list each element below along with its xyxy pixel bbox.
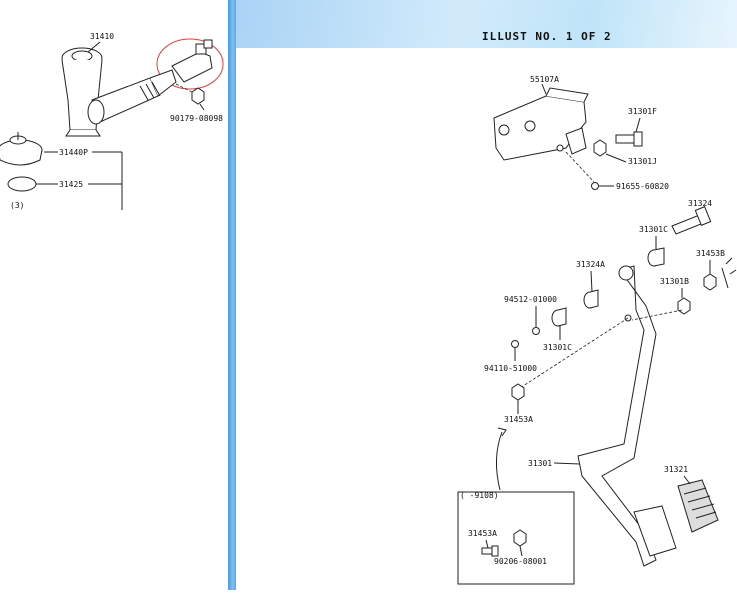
variant-detail-box: ( -9108) 31453A 90206-08001 bbox=[457, 491, 575, 585]
label-box-90206-08001: 90206-08001 bbox=[494, 557, 547, 566]
nut-94110-part[interactable] bbox=[511, 340, 519, 348]
pedal-pad-31321-part[interactable] bbox=[677, 479, 719, 533]
label-94110-51000: 94110-51000 bbox=[484, 364, 537, 373]
highlight-circle bbox=[156, 38, 224, 90]
bolt-31301f-part[interactable] bbox=[615, 131, 643, 147]
label-31453a: 31453A bbox=[504, 415, 533, 424]
pedal-assembly-diagram: 55107A 31301F 31301J 91655-60820 31324 3… bbox=[457, 75, 737, 585]
label-90179-08098: 90179-08098 bbox=[170, 114, 223, 123]
label-31301b: 31301B bbox=[660, 277, 689, 286]
left-diagram-pane: 31410 90179-08098 31440P 31425 (3) bbox=[0, 0, 228, 608]
box-bolt-31453a-part[interactable] bbox=[481, 545, 499, 557]
nut-31301j-part[interactable] bbox=[593, 139, 607, 157]
main-diagram-pane: 55107A 31301F 31301J 91655-60820 31324 3… bbox=[236, 48, 737, 608]
label-31324: 31324 bbox=[688, 199, 712, 208]
box-heading: ( -9108) bbox=[460, 491, 499, 500]
label-91655-60820: 91655-60820 bbox=[616, 182, 669, 191]
label-box-31453a: 31453A bbox=[468, 529, 497, 538]
collar-31324a-part[interactable] bbox=[583, 289, 599, 309]
seal-31425-part[interactable] bbox=[7, 176, 37, 192]
washer-94512-part[interactable] bbox=[532, 327, 540, 335]
pedal-bracket-55107a-part[interactable] bbox=[493, 87, 589, 161]
label-31453b: 31453B bbox=[696, 249, 725, 258]
label-cut-marker: (3) bbox=[10, 201, 24, 210]
label-94512-01000: 94512-01000 bbox=[504, 295, 557, 304]
cup-31440p-part[interactable] bbox=[0, 132, 43, 166]
bushing-31453b-part[interactable] bbox=[703, 273, 717, 291]
label-31301j: 31301J bbox=[628, 157, 657, 166]
clutch-pedal-arm-31301-part[interactable] bbox=[577, 265, 677, 567]
label-31301f: 31301F bbox=[628, 107, 657, 116]
label-31324a: 31324A bbox=[576, 260, 605, 269]
bolt-90179-part[interactable] bbox=[191, 87, 205, 105]
illustration-number: ILLUST NO. 1 OF 2 bbox=[482, 30, 612, 43]
label-31440p: 31440P bbox=[59, 148, 88, 157]
box-nut-90206-part[interactable] bbox=[513, 529, 527, 547]
bolt-31324-part[interactable] bbox=[671, 206, 712, 235]
master-cylinder-diagram: 31410 90179-08098 31440P 31425 (3) bbox=[0, 32, 224, 210]
label-31301c-lower: 31301C bbox=[543, 343, 572, 352]
bushing-31301c-lower-part[interactable] bbox=[551, 307, 567, 327]
illustration-header: ILLUST NO. 1 OF 2 bbox=[236, 0, 737, 48]
bushing-31453a-part[interactable] bbox=[511, 383, 525, 401]
master-cylinder-body-part[interactable] bbox=[87, 39, 213, 125]
bushing-31301b-part[interactable] bbox=[677, 297, 691, 315]
label-55107a: 55107A bbox=[530, 75, 559, 84]
bushing-31301c-upper-part[interactable] bbox=[647, 247, 665, 267]
label-31301: 31301 bbox=[528, 459, 552, 468]
label-31321: 31321 bbox=[664, 465, 688, 474]
label-31410: 31410 bbox=[90, 32, 114, 41]
label-31425: 31425 bbox=[59, 180, 83, 189]
label-31301c-upper: 31301C bbox=[639, 225, 668, 234]
pane-divider[interactable] bbox=[228, 0, 236, 590]
bolt-91655-part[interactable] bbox=[591, 182, 599, 190]
